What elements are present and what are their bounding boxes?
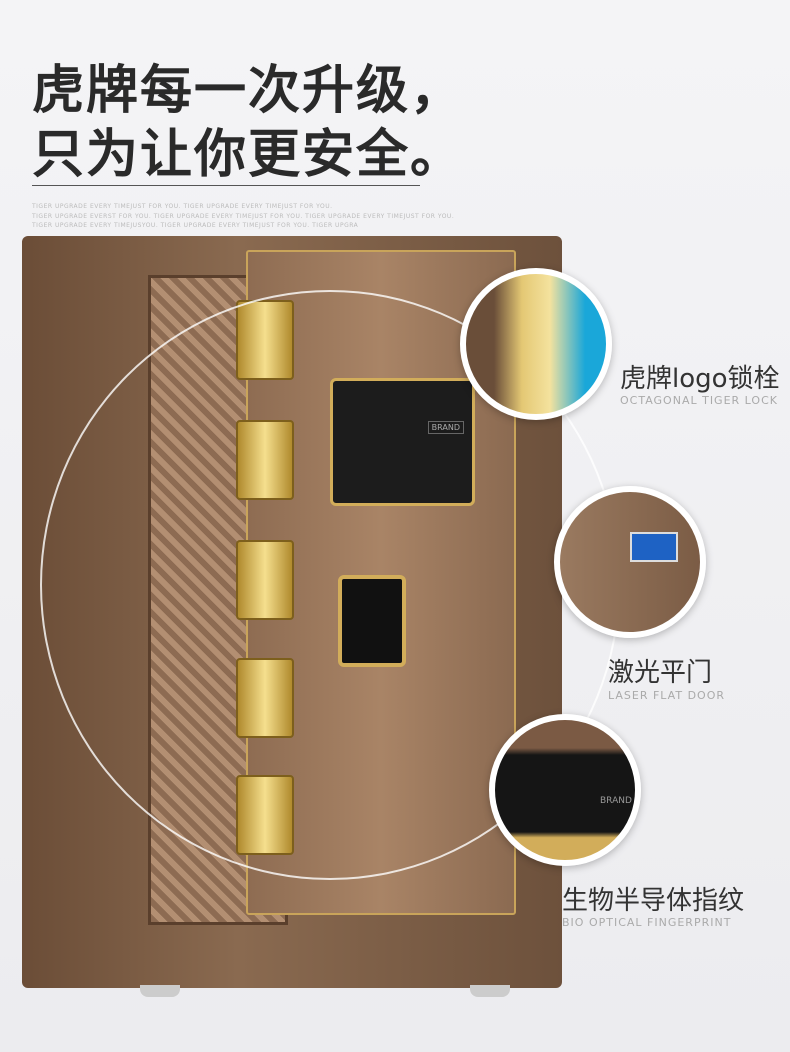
feature-title-2: 激光平门 [608, 658, 713, 688]
safe-foot [470, 985, 510, 997]
feature-title-3: 生物半导体指纹 [562, 886, 745, 916]
headline-line-2: 只为让你更安全。 [32, 125, 465, 185]
feature-subtitle-3: BIO OPTICAL FINGERPRINT [562, 916, 732, 929]
headline-line-1: 虎牌每一次升级， [32, 61, 465, 121]
tagline-3: TIGER UPGRADE EVERY TIMEJUSYOU. TIGER UP… [32, 222, 359, 229]
zoom-tiger-lock [460, 268, 612, 420]
zoom-flat-door [554, 486, 706, 638]
tagline-1: TIGER UPGRADE EVERY TIMEJUST FOR YOU. TI… [32, 203, 333, 210]
tiger-logo-badge [630, 532, 678, 562]
tagline-2: TIGER UPGRADE EVERST FOR YOU. TIGER UPGR… [32, 213, 455, 220]
zoom-fingerprint: BRAND [489, 714, 641, 866]
feature-subtitle-1: OCTAGONAL TIGER LOCK [620, 394, 778, 407]
safe-foot [140, 985, 180, 997]
feature-subtitle-2: LASER FLAT DOOR [608, 689, 726, 702]
divider [32, 185, 420, 186]
keypad-brand-zoom: BRAND [600, 796, 632, 806]
feature-title-1: 虎牌logo锁栓 [620, 364, 780, 394]
